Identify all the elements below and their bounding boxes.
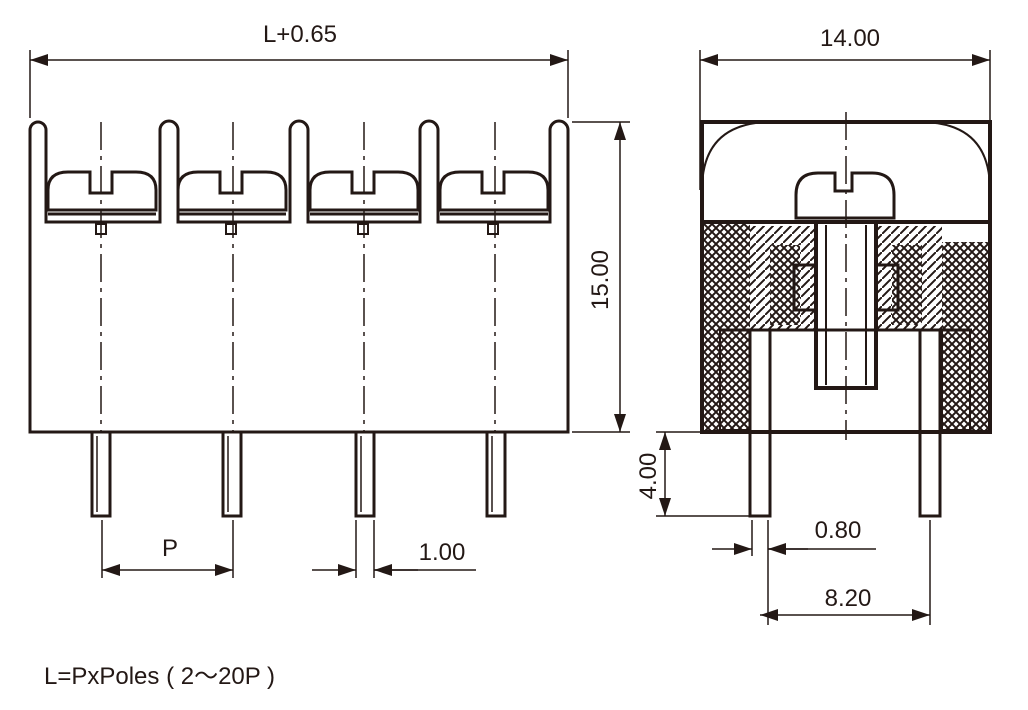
dimension-labels: L+0.65 14.00 15.00 4.00 P 1.00 0.80 8.20… — [44, 21, 880, 690]
dim-height: 15.00 — [587, 250, 614, 310]
dim-overall-length: L+0.65 — [263, 21, 337, 48]
dimension-lines — [29, 50, 991, 625]
screw-cell — [46, 170, 158, 235]
dim-pitch: P — [162, 535, 178, 562]
pins — [90, 430, 507, 518]
dim-pin-spacing: 8.20 — [825, 585, 872, 612]
front-view — [28, 119, 570, 518]
dim-pin-length: 4.00 — [635, 453, 662, 500]
dim-pin-thickness: 0.80 — [815, 517, 862, 544]
dim-width: 14.00 — [820, 25, 880, 52]
side-view — [700, 112, 992, 518]
dim-pin-width: 1.00 — [419, 539, 466, 566]
poles-note: L=PxPoles ( 2～20P ) — [44, 663, 275, 690]
